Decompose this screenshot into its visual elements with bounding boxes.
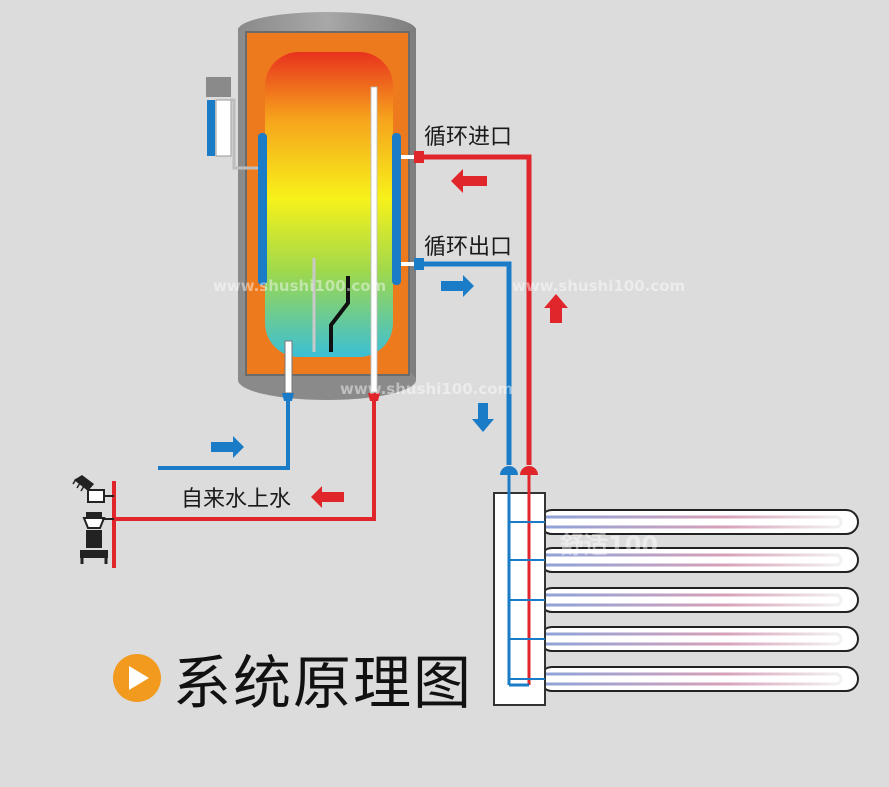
arrow-left-hot-supply	[311, 486, 344, 508]
faucet-icon	[80, 512, 114, 564]
play-icon	[113, 654, 161, 702]
watermark-cn: 舒适100	[560, 531, 658, 559]
cold-inlet-tube	[284, 340, 293, 394]
flow-arrow-icon	[211, 169, 568, 508]
cold-circulation-pipe	[414, 258, 518, 475]
arrow-left-hot-inlet	[451, 169, 487, 193]
shower-icon	[72, 475, 114, 503]
left-jacket	[258, 133, 267, 285]
vacuum-tubes	[539, 509, 859, 692]
arrow-up-hot	[544, 294, 568, 323]
heating-element	[329, 276, 350, 352]
hot-fitting	[520, 466, 538, 475]
cold-fitting	[500, 466, 518, 475]
tank-water	[265, 52, 393, 357]
watermarks: www.shushi100.com www.shushi100.com www.…	[213, 277, 685, 398]
arrow-down-cold	[472, 403, 494, 432]
right-jacket	[392, 133, 401, 285]
svg-text:www.shushi100.com: www.shushi100.com	[213, 277, 386, 295]
solar-collector	[493, 473, 859, 706]
circulation-inlet-label: 循环进口	[424, 125, 513, 150]
hot-outlet-tube	[370, 86, 378, 393]
tap-water-inlet-label: 自来水上水	[181, 487, 292, 512]
arrow-right-cold-supply	[211, 436, 244, 458]
water-tank	[238, 12, 419, 400]
level-gauge	[206, 77, 258, 170]
page-title: 系统原理图	[173, 649, 474, 717]
arrow-right-cold-outlet	[441, 275, 474, 297]
circulation-outlet-label: 循环出口	[424, 235, 513, 260]
cold-supply-pipe	[158, 393, 294, 470]
svg-text:www.shushi100.com: www.shushi100.com	[512, 277, 685, 295]
svg-text:www.shushi100.com: www.shushi100.com	[340, 380, 513, 398]
title-block: 系统原理图	[113, 642, 473, 717]
hot-circulation-pipe	[414, 151, 538, 475]
